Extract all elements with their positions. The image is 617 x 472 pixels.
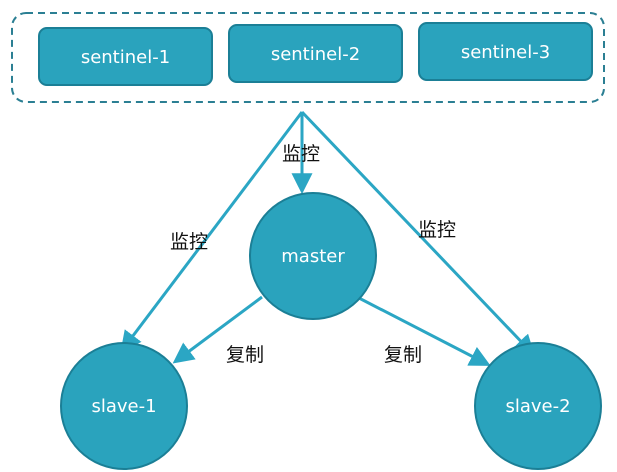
master-node: master [249, 192, 377, 320]
replicate-arrow-slave-1 [172, 295, 263, 364]
replicate-slave-1-label: 复制 [226, 344, 264, 366]
monitor-master-label: 监控 [282, 143, 320, 165]
sentinel-3-label: sentinel-3 [461, 42, 550, 63]
monitor-slave-1-label: 监控 [170, 231, 208, 253]
monitor-slave-2-label: 监控 [418, 219, 456, 241]
sentinel-3-box: sentinel-3 [418, 22, 593, 81]
slave-1-label: slave-1 [91, 396, 156, 417]
sentinel-2-box: sentinel-2 [228, 24, 403, 83]
replicate-slave-2-label: 复制 [384, 344, 422, 366]
slave-2-node: slave-2 [474, 342, 602, 470]
slave-1-node: slave-1 [60, 342, 188, 470]
slave-2-label: slave-2 [505, 396, 570, 417]
replicate-arrow-slave-2 [356, 295, 491, 366]
monitor-arrow-slave-2 [300, 110, 535, 357]
monitor-arrow-slave-1 [120, 111, 304, 353]
master-label: master [281, 246, 345, 267]
sentinel-1-box: sentinel-1 [38, 27, 213, 86]
sentinel-2-label: sentinel-2 [271, 44, 360, 65]
sentinel-1-label: sentinel-1 [81, 47, 170, 68]
